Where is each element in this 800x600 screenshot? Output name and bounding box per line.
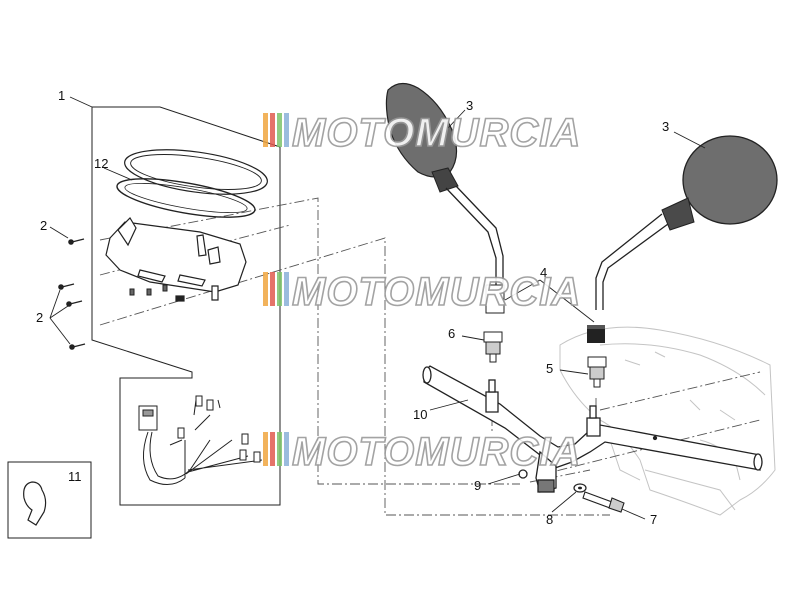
handlebar (422, 365, 763, 493)
callout-3-left: 3 (466, 98, 473, 113)
adapter-nut-item-6 (483, 331, 503, 363)
callout-12: 12 (94, 156, 108, 171)
watermark-top: MOTOMURCIA (263, 110, 581, 156)
callout-2-top: 2 (40, 218, 47, 233)
mirror-right (587, 135, 778, 343)
watermark-bottom: MOTOMURCIA (263, 429, 581, 475)
callout-4: 4 (540, 265, 547, 280)
callout-3-right: 3 (662, 119, 669, 134)
instrument-group-frame (91, 106, 281, 506)
watermark-text-top: MOTOMURCIA (292, 111, 581, 155)
callout-6: 6 (448, 326, 455, 341)
callout-11: 11 (68, 469, 82, 484)
bolt-item-7 (582, 491, 625, 513)
wiring-harness (138, 395, 263, 485)
clip-item-11 (7, 461, 92, 539)
callout-9: 9 (474, 478, 481, 493)
watermark-text-bottom: MOTOMURCIA (292, 430, 581, 474)
callout-1: 1 (58, 88, 65, 103)
instrument-housing (105, 217, 247, 302)
mirror-left (385, 82, 505, 314)
watermark-text-middle: MOTOMURCIA (292, 270, 581, 314)
washer-item-8 (573, 483, 587, 493)
callout-5: 5 (546, 361, 553, 376)
adapter-nut-item-5 (587, 356, 607, 388)
screws-item-2 (58, 238, 86, 350)
callout-10: 10 (413, 407, 427, 422)
leader-lines (49, 96, 706, 520)
watermark-middle: MOTOMURCIA (263, 269, 581, 315)
callout-8: 8 (546, 512, 553, 527)
callout-7: 7 (650, 512, 657, 527)
instrument-cover-ring (116, 149, 268, 218)
small-screws (129, 284, 168, 296)
callout-2-bottom: 2 (36, 310, 43, 325)
